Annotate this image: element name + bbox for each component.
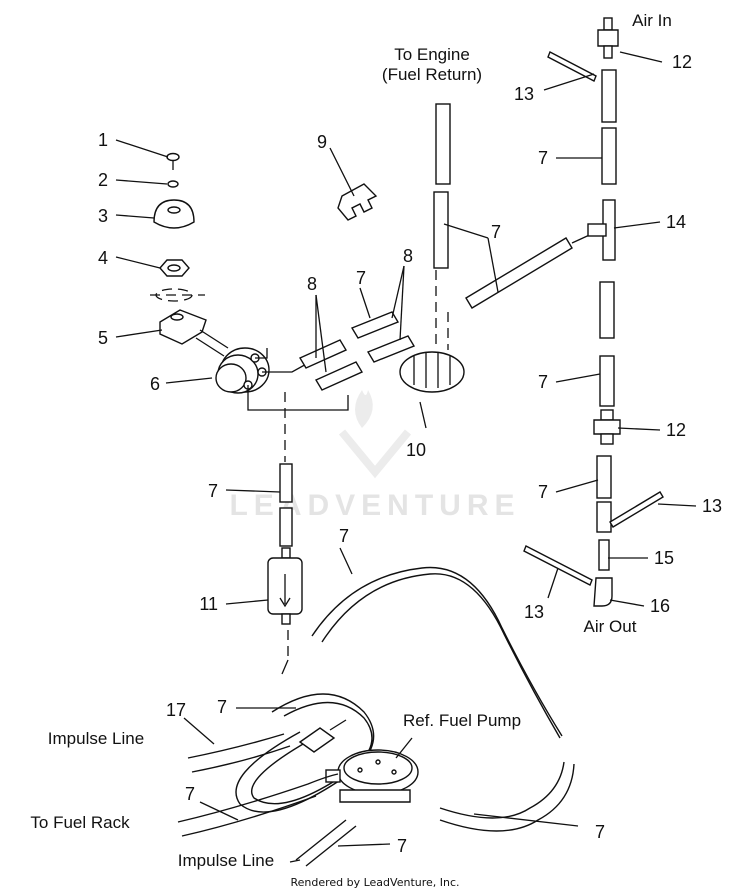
part-7-right-tube-5: [596, 455, 612, 499]
callout-7-long-hose: 7: [339, 526, 349, 546]
caption-to-fuel-rack: To Fuel Rack: [30, 813, 130, 832]
part-10-valve-block: [399, 351, 465, 393]
part-7-outlet-hose: [439, 761, 565, 819]
part-16-elbow: [593, 577, 613, 607]
part-6-pulse-housing: [215, 347, 270, 394]
callout-16: 16: [650, 596, 670, 616]
part-7-right-tube-6: [596, 501, 612, 533]
callout-12-top: 12: [672, 52, 692, 72]
callout-1: 1: [98, 130, 108, 150]
part-7-filter-tube-upper: [279, 463, 293, 503]
callout-9: 9: [317, 132, 327, 152]
callout-7-bottom: 7: [397, 836, 407, 856]
part-12-valve-top: [597, 17, 619, 59]
callout-8-left: 8: [307, 274, 317, 294]
callout-3: 3: [98, 206, 108, 226]
caption-air-out: Air Out: [584, 617, 637, 636]
part-8-tube-a: [298, 339, 348, 369]
part-7-filter-tube-lower: [279, 507, 293, 547]
ref-fuel-pump: [325, 749, 419, 803]
part-8-tube-c: [366, 335, 416, 363]
callout-8-right: 8: [403, 246, 413, 266]
part-15-fitting: [598, 539, 610, 571]
to-fuel-rack-hose: [177, 773, 339, 823]
callout-17: 17: [166, 700, 186, 720]
part-14-tee: [587, 199, 616, 261]
callout-numbers: 1 2 3 4 5 6 7 7 7 7 7 7 7 7 7 7 7 8 8 9 …: [98, 52, 722, 856]
callout-7-filter: 7: [208, 481, 218, 501]
part-7-diagonal-tube: [465, 237, 573, 309]
caption-impulse-line-bottom: Impulse Line: [178, 851, 274, 870]
caption-to-engine: To Engine: [394, 45, 470, 64]
captions: To Engine (Fuel Return) Air In Air Out R…: [30, 11, 671, 870]
part-9-clip: [337, 183, 378, 221]
callout-15: 15: [654, 548, 674, 568]
callout-7-fuel-rack: 7: [185, 784, 195, 804]
callout-4: 4: [98, 248, 108, 268]
caption-impulse-line-top: Impulse Line: [48, 729, 144, 748]
caption-ref-fuel-pump: Ref. Fuel Pump: [403, 711, 521, 730]
watermark: LEADVENTURE: [229, 390, 520, 522]
callout-7-right-2: 7: [538, 372, 548, 392]
callout-11: 11: [199, 594, 218, 614]
pump-tee-fitting: [298, 719, 347, 753]
leader-lines: [115, 51, 697, 863]
callout-7-outlet: 7: [595, 822, 605, 842]
part-11-fuel-filter: [267, 547, 303, 625]
part-13-strap-top: [547, 51, 597, 82]
footer-credit: Rendered by LeadVenture, Inc.: [290, 876, 459, 889]
callout-7-right-1: 7: [538, 148, 548, 168]
part-13-strap-left: [523, 545, 593, 586]
callout-13-left: 13: [524, 602, 544, 622]
v-logo-icon: [338, 429, 412, 479]
callout-10: 10: [406, 440, 426, 460]
part-13-strap-right: [609, 491, 664, 528]
watermark-text: LEADVENTURE: [229, 489, 520, 522]
callout-13-top: 13: [514, 84, 534, 104]
impulse-line-top-hose: [187, 733, 285, 759]
callout-7-diagonal: 7: [491, 222, 501, 242]
callout-7-mid: 7: [356, 268, 366, 288]
callout-14: 14: [666, 212, 686, 232]
callout-2: 2: [98, 170, 108, 190]
callout-6: 6: [150, 374, 160, 394]
caption-fuel-return: (Fuel Return): [382, 65, 482, 84]
part-7-return-tube-lower: [433, 191, 449, 269]
callout-13-right: 13: [702, 496, 722, 516]
part-5-fitting: [159, 309, 229, 357]
part-7-right-tube-3: [599, 281, 615, 339]
impulse-line-bottom-hose: [295, 819, 347, 861]
part-7-right-tube-1: [601, 69, 617, 123]
callout-5: 5: [98, 328, 108, 348]
part-3-cap: [153, 199, 195, 229]
part-1-screw: [166, 152, 180, 170]
part-2-washer: [167, 180, 179, 188]
part-4-nut: [159, 259, 190, 277]
part-8-tube-b: [314, 361, 364, 391]
part-7-long-hose: [311, 566, 563, 737]
callout-7-loop: 7: [217, 697, 227, 717]
flame-logo-icon: [355, 390, 373, 428]
part-7-right-tube-4: [599, 355, 615, 407]
callout-7-right-3: 7: [538, 482, 548, 502]
part-12-valve-bottom: [593, 409, 621, 445]
part-7-tube-mid: [350, 311, 400, 339]
callout-12-bottom: 12: [666, 420, 686, 440]
part-7-return-tube-upper: [435, 103, 451, 185]
caption-air-in: Air In: [632, 11, 672, 30]
part-7-right-tube-2: [601, 127, 617, 185]
